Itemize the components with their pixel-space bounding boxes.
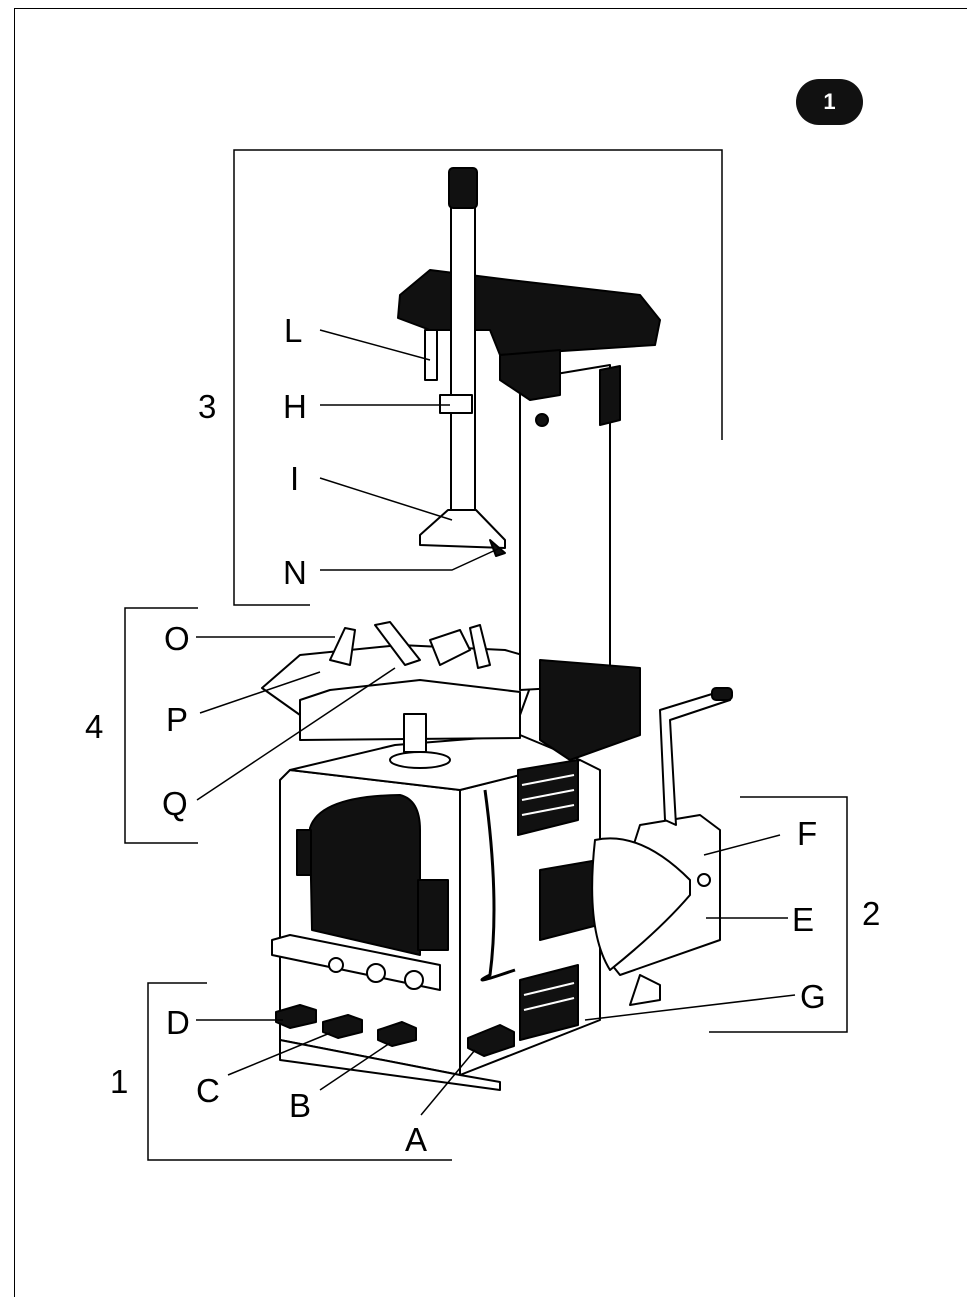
leader-L	[319, 329, 431, 361]
turntable	[261, 621, 541, 769]
callout-O: O	[164, 620, 190, 657]
callout-P: P	[166, 701, 188, 738]
page-border-left	[14, 8, 15, 1297]
group-2-bracket	[709, 796, 848, 1033]
figure-number-badge: 1	[796, 79, 863, 125]
callout-Q: Q	[162, 785, 188, 822]
group-1-bracket	[147, 982, 452, 1161]
callout-E: E	[792, 901, 814, 938]
callout-G: G	[800, 978, 826, 1015]
bead-breaker	[591, 687, 733, 1006]
group-label-4: 4	[85, 708, 103, 745]
leader-F	[703, 834, 781, 856]
page-border-top	[14, 8, 967, 9]
leader-I	[319, 477, 453, 521]
callout-L: L	[284, 312, 302, 349]
leader-Q	[196, 667, 396, 801]
group-label-2: 2	[862, 895, 880, 932]
leader-A	[420, 1049, 476, 1116]
leader-P	[199, 671, 321, 714]
leader-C	[227, 1032, 331, 1076]
callout-H: H	[283, 388, 307, 425]
callout-B: B	[289, 1087, 311, 1124]
callout-A: A	[405, 1121, 427, 1158]
callout-D: D	[166, 1004, 190, 1041]
callout-C: C	[196, 1072, 220, 1109]
group-label-1: 1	[110, 1063, 128, 1100]
machine-body	[271, 734, 601, 1091]
leader-B	[319, 1042, 391, 1091]
group-3-bracket	[233, 149, 723, 606]
callout-N: N	[283, 554, 307, 591]
callout-I: I	[290, 460, 299, 497]
group-label-3: 3	[198, 388, 216, 425]
leader-lines	[196, 329, 796, 1116]
tower-column	[397, 167, 661, 761]
callout-F: F	[797, 815, 817, 852]
group-4-bracket	[124, 607, 198, 844]
leader-G	[584, 994, 796, 1021]
leader-N	[320, 547, 501, 571]
